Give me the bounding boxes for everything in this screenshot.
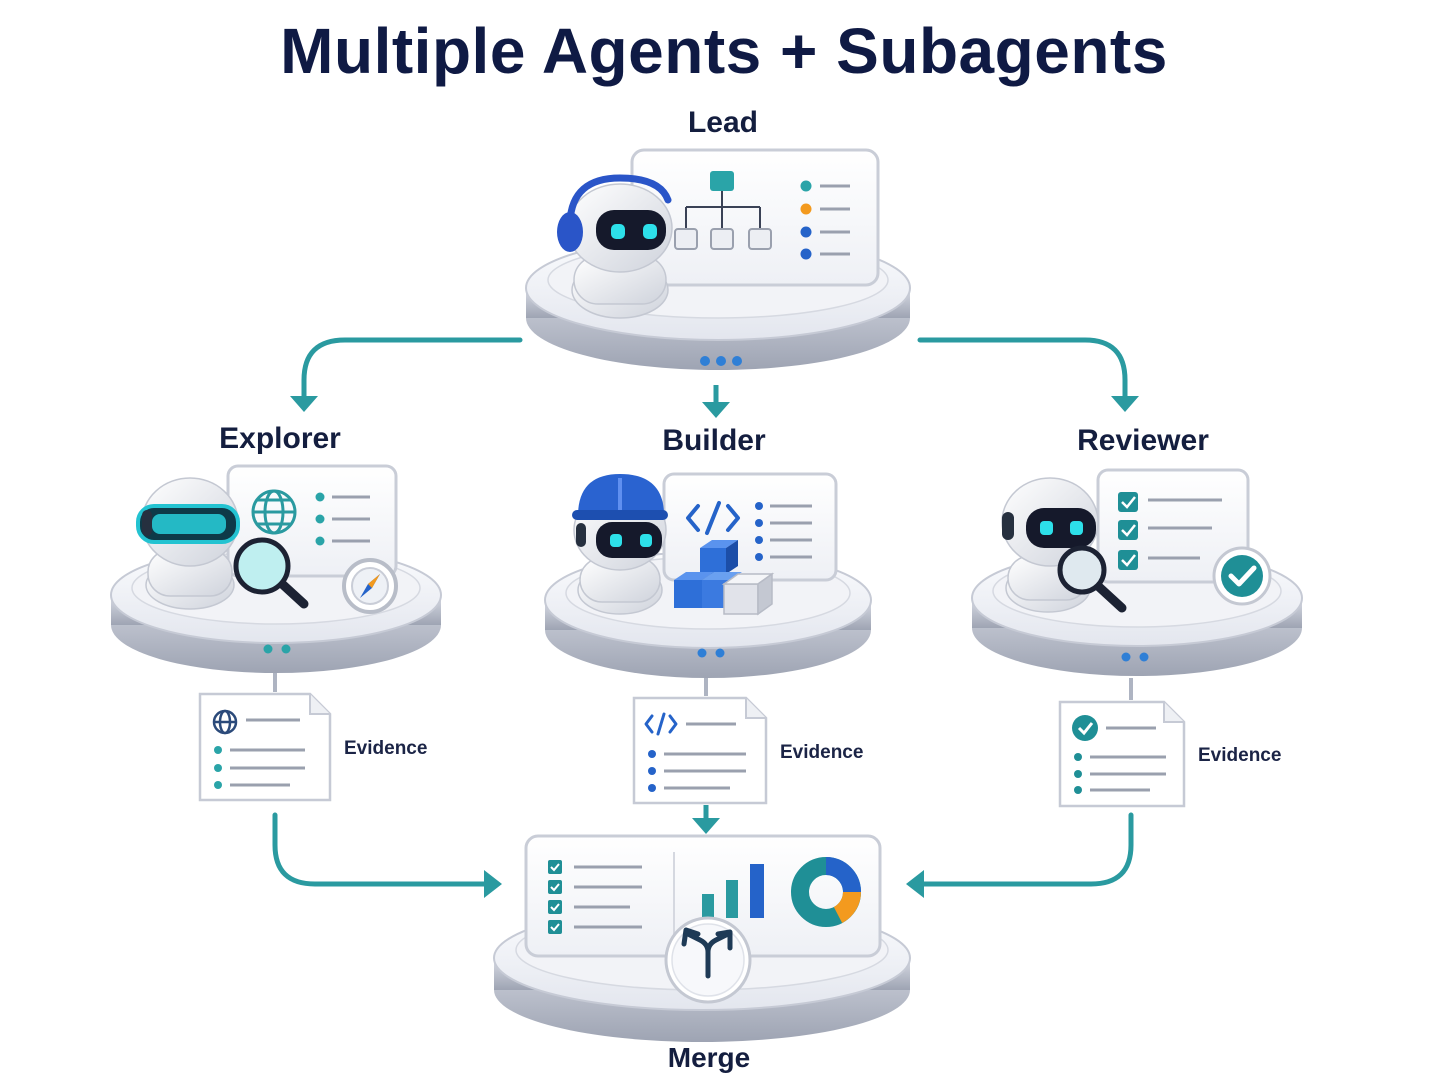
code-icon [686, 501, 740, 535]
check-badge-icon [1212, 546, 1272, 606]
globe-icon [251, 489, 297, 535]
builder-evidence-label: Evidence [780, 742, 864, 763]
explorer-evidence-doc [198, 692, 332, 802]
cubes-icon [674, 540, 775, 616]
connector-lead-to-explorer [301, 337, 523, 401]
donut-chart-icon [791, 857, 861, 927]
arrowhead-merge-left [484, 870, 502, 898]
bar-chart-icon [702, 864, 764, 918]
builder-robot [572, 474, 668, 615]
reviewer-evidence-label: Evidence [1198, 745, 1282, 766]
arrowhead-reviewer [1111, 396, 1139, 412]
reviewer-label: Reviewer [1077, 424, 1209, 457]
explorer-node [110, 464, 442, 673]
connector-reviewer-evidence-to-merge [919, 812, 1134, 887]
reviewer-evidence-doc [1058, 700, 1186, 808]
arrowhead-merge-top [692, 818, 720, 834]
explorer-evidence-label: Evidence [344, 738, 428, 759]
list-icon [315, 492, 370, 546]
globe-icon [212, 709, 238, 735]
builder-screen [662, 472, 838, 582]
reviewer-robot [1001, 477, 1099, 613]
compass-icon [342, 558, 398, 614]
connector-lead-to-reviewer [917, 337, 1128, 401]
merge-label: Merge [667, 1042, 751, 1073]
arrowhead-builder [702, 402, 730, 418]
headset-icon [557, 174, 672, 252]
list-icon [800, 180, 850, 260]
list-icon [755, 502, 812, 561]
lead-screen [630, 148, 880, 287]
builder-label: Builder [662, 424, 766, 457]
merge-screen [524, 834, 882, 958]
merge-icon [664, 916, 752, 1004]
explorer-robot [136, 477, 240, 610]
diagram-title: Multiple Agents + Subagents [280, 15, 1168, 87]
arrowhead-explorer [290, 396, 318, 412]
code-icon [644, 712, 678, 736]
org-chart-icon [674, 171, 772, 250]
builder-evidence-doc [632, 696, 768, 805]
magnifier-icon [233, 537, 309, 609]
explorer-label: Explorer [219, 422, 341, 455]
checklist-icon [1118, 492, 1222, 570]
magnifier-icon [1057, 545, 1127, 613]
reviewer-node [971, 468, 1303, 676]
connector-explorer-evidence-to-merge [272, 812, 489, 887]
merge-node [493, 834, 911, 1042]
lead-label: Lead [687, 106, 759, 139]
lead-robot [557, 174, 673, 319]
lead-node [525, 148, 911, 370]
arrowhead-merge-right [906, 870, 924, 898]
builder-node [544, 472, 872, 678]
hard-hat-icon [572, 474, 668, 520]
check-circle-icon [1072, 715, 1098, 741]
checklist-icon [548, 860, 642, 934]
